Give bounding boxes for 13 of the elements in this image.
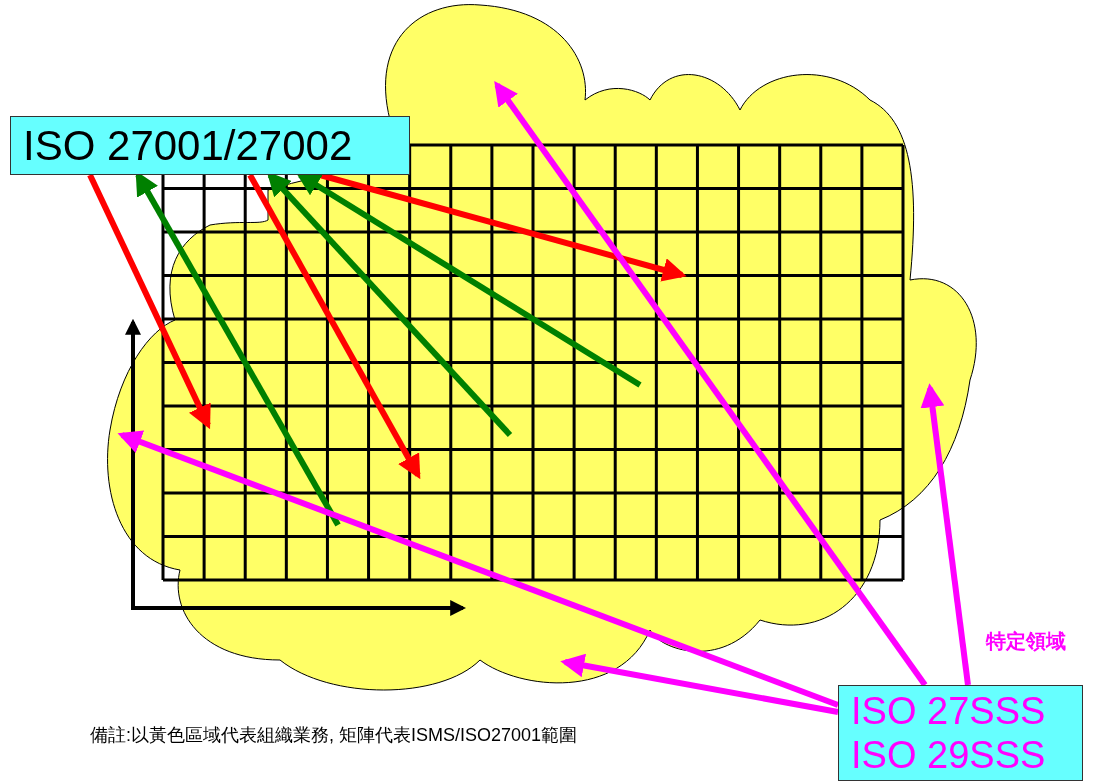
label-box <box>10 116 410 175</box>
standard-name: ISO 27001/27002 <box>22 120 353 171</box>
arrow <box>247 173 421 480</box>
standard-name: ISO 29SSS <box>850 733 1046 777</box>
standard-name: ISO 27SSS <box>850 689 1046 733</box>
arrow <box>494 81 928 687</box>
note-text: 備註:以黃色區域代表組織業務, 矩陣代表ISMS/ISO27001範圍 <box>90 724 578 747</box>
label-box <box>838 685 1083 781</box>
arrow <box>87 173 211 430</box>
arrow <box>560 653 839 715</box>
arrow <box>117 430 840 708</box>
arrow <box>920 383 971 686</box>
region-label: 特定領域 <box>986 628 1066 655</box>
